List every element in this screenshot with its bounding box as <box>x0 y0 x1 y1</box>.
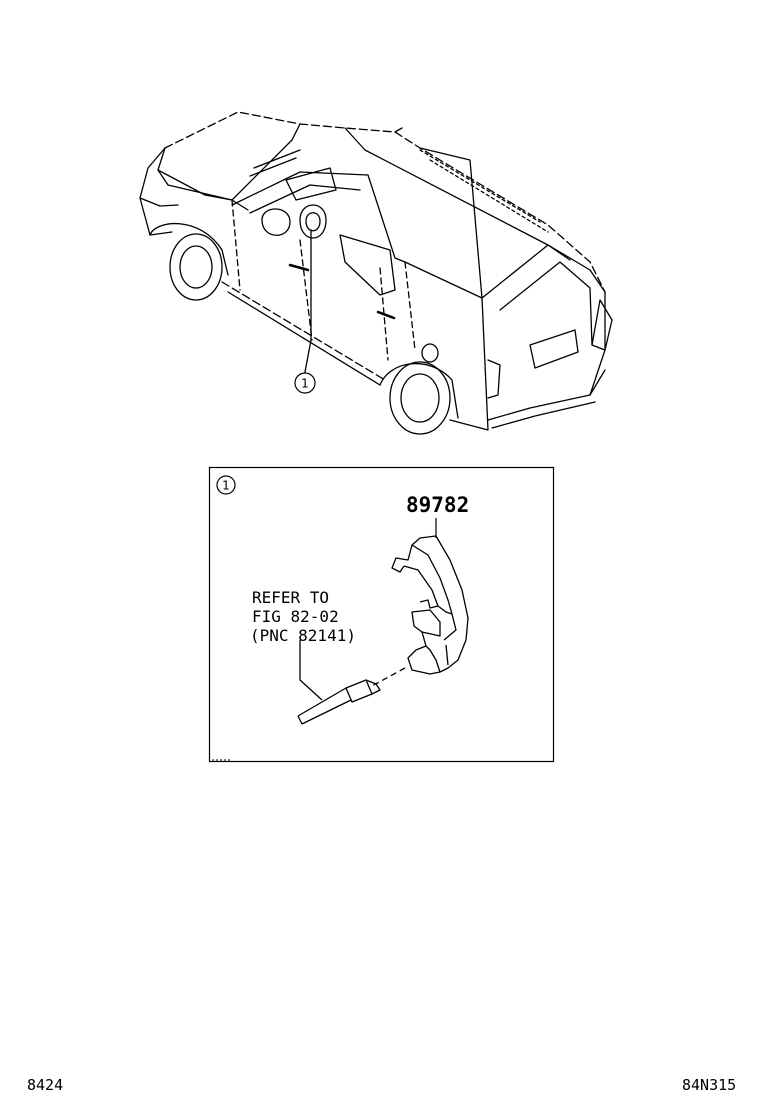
figure-code-right: 84N315 <box>682 1076 736 1094</box>
callout-marker: 1 <box>294 372 316 394</box>
svg-text:FIG 82-02: FIG 82-02 <box>252 607 339 626</box>
part-number: 89782 <box>406 493 469 517</box>
svg-text:1: 1 <box>301 377 309 391</box>
detail-frame <box>208 466 555 763</box>
svg-text:(PNC 82141): (PNC 82141) <box>250 626 356 645</box>
cover-part-illustration <box>391 535 469 675</box>
figure-code-left: 8424 <box>27 1076 63 1094</box>
vehicle-illustration <box>139 111 613 435</box>
svg-text:REFER TO: REFER TO <box>252 588 329 607</box>
wire-connector-illustration <box>297 640 406 725</box>
refer-note: REFER TO FIG 82-02 (PNC 82141) <box>250 588 356 645</box>
svg-text:1: 1 <box>222 479 230 493</box>
detail-marker: 1 <box>216 475 236 495</box>
